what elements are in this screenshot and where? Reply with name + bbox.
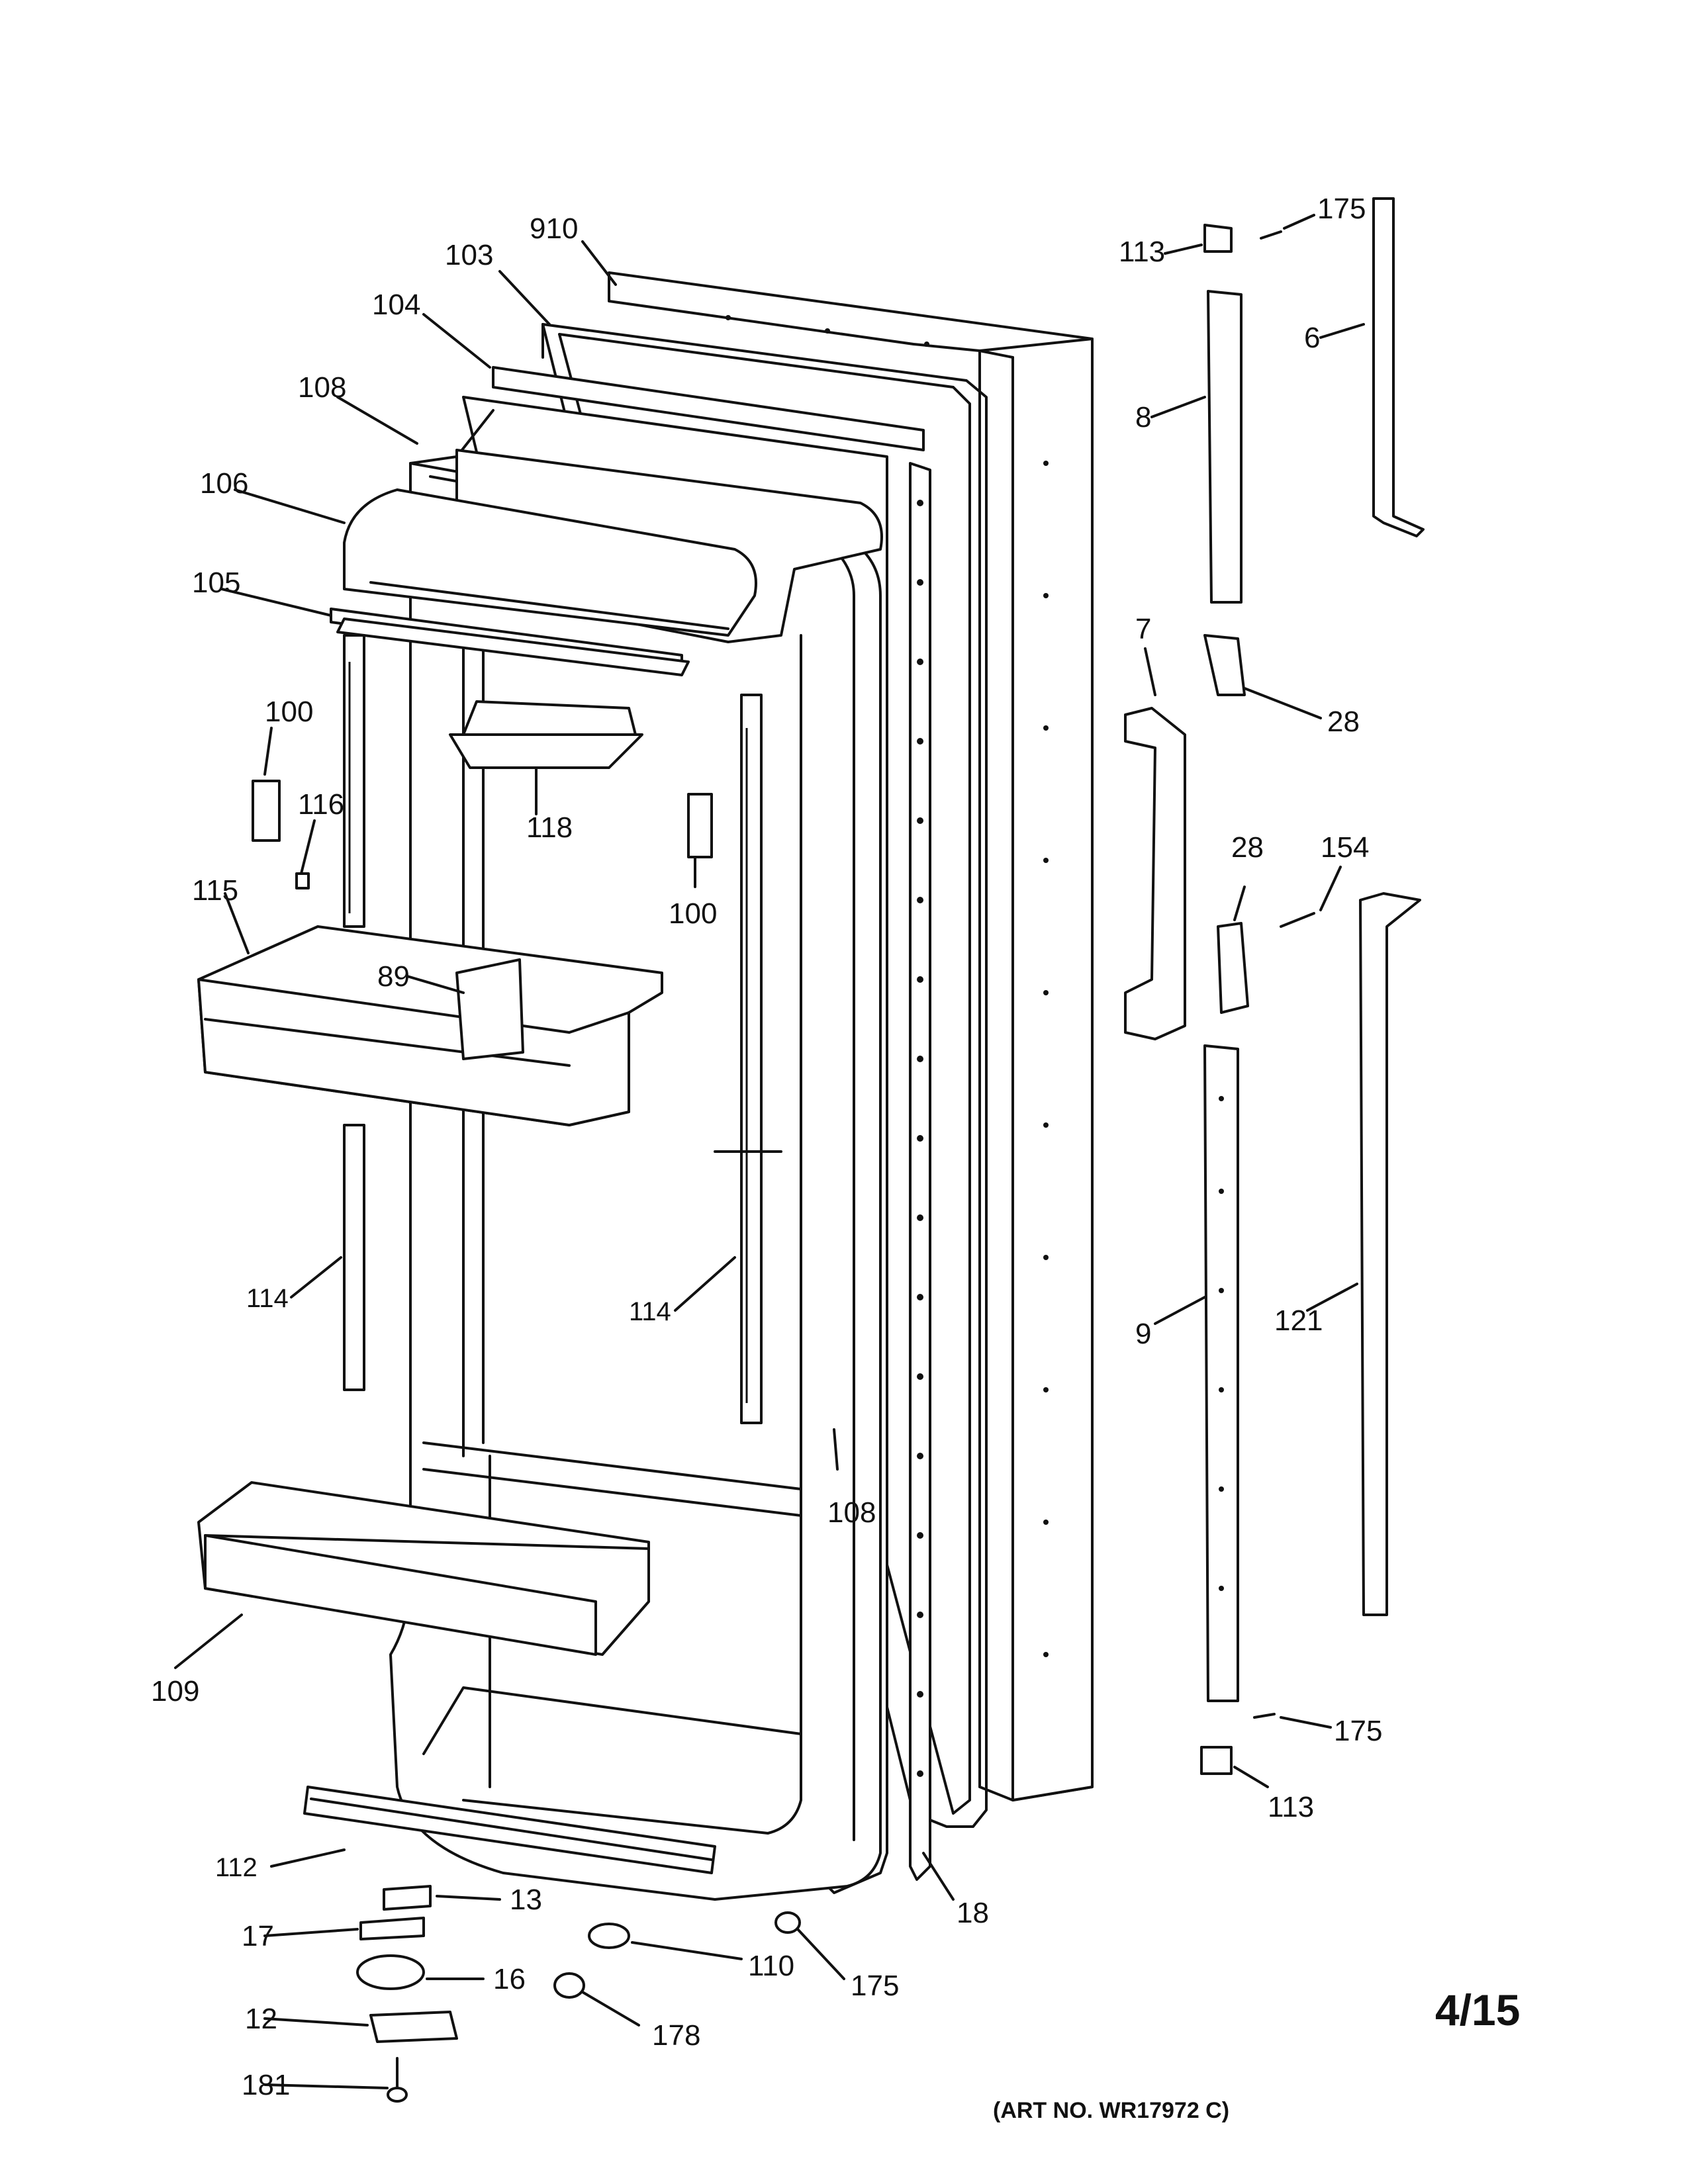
callout-175: 175 bbox=[1317, 193, 1366, 225]
callout-116: 116 bbox=[298, 788, 344, 821]
lower-door-shelf bbox=[197, 1481, 650, 1656]
callout-109: 109 bbox=[151, 1675, 199, 1707]
art-number: (ART NO. WR17972 C) bbox=[993, 2098, 1229, 2123]
callout-105: 105 bbox=[192, 567, 240, 599]
callout-112: 112 bbox=[215, 1853, 258, 1882]
bottom-hinge-parts bbox=[356, 1885, 458, 2103]
page-number: 4/15 bbox=[1435, 1985, 1520, 2034]
bottom-trim bbox=[303, 1786, 716, 1874]
seal-strip bbox=[909, 462, 931, 1881]
outer-door-panel bbox=[608, 271, 1094, 1801]
callout-178: 178 bbox=[652, 2019, 700, 2052]
callout-16: 16 bbox=[493, 1963, 526, 1995]
callout-110: 110 bbox=[748, 1950, 794, 1982]
callout-106: 106 bbox=[200, 467, 248, 500]
callout-28: 28 bbox=[1231, 831, 1264, 864]
callout-114: 114 bbox=[629, 1297, 671, 1326]
callout-115: 115 bbox=[192, 874, 238, 907]
shelf-clips bbox=[252, 780, 713, 889]
handle-parts bbox=[1124, 197, 1425, 1775]
callout-28: 28 bbox=[1327, 705, 1360, 738]
callout-108: 108 bbox=[298, 371, 346, 404]
dairy-compartment bbox=[330, 449, 883, 676]
callout-113: 113 bbox=[1119, 236, 1165, 268]
callout-175: 175 bbox=[1334, 1715, 1382, 1747]
callout-114: 114 bbox=[246, 1284, 289, 1313]
callout-103: 103 bbox=[445, 239, 493, 271]
callout-12: 12 bbox=[245, 2003, 277, 2035]
callout-181: 181 bbox=[242, 2069, 290, 2101]
callout-9: 9 bbox=[1135, 1318, 1151, 1350]
callout-154: 154 bbox=[1321, 831, 1369, 864]
callout-13: 13 bbox=[510, 1884, 542, 1916]
leader-lines bbox=[174, 214, 1365, 2089]
callout-7: 7 bbox=[1135, 613, 1151, 645]
callout-910: 910 bbox=[530, 212, 578, 245]
callout-labels: 910 103 104 108 106 105 100 116 115 89 1… bbox=[151, 193, 1382, 2101]
callout-113: 113 bbox=[1268, 1791, 1314, 1823]
callout-6: 6 bbox=[1304, 322, 1320, 354]
callout-17: 17 bbox=[242, 1920, 274, 1952]
callout-89: 89 bbox=[377, 960, 410, 993]
callout-8: 8 bbox=[1135, 401, 1151, 433]
callout-108: 108 bbox=[827, 1496, 876, 1529]
shelf-rails bbox=[343, 634, 782, 1424]
callout-175: 175 bbox=[851, 1970, 899, 2002]
callout-100: 100 bbox=[265, 696, 313, 728]
butter-box bbox=[449, 700, 643, 769]
callout-100: 100 bbox=[669, 897, 717, 930]
upper-door-shelf bbox=[197, 925, 663, 1126]
callout-118: 118 bbox=[526, 811, 573, 844]
callout-18: 18 bbox=[957, 1897, 989, 1929]
lower-small-parts bbox=[553, 1911, 801, 1999]
callout-104: 104 bbox=[372, 289, 420, 321]
callout-121: 121 bbox=[1274, 1304, 1323, 1337]
